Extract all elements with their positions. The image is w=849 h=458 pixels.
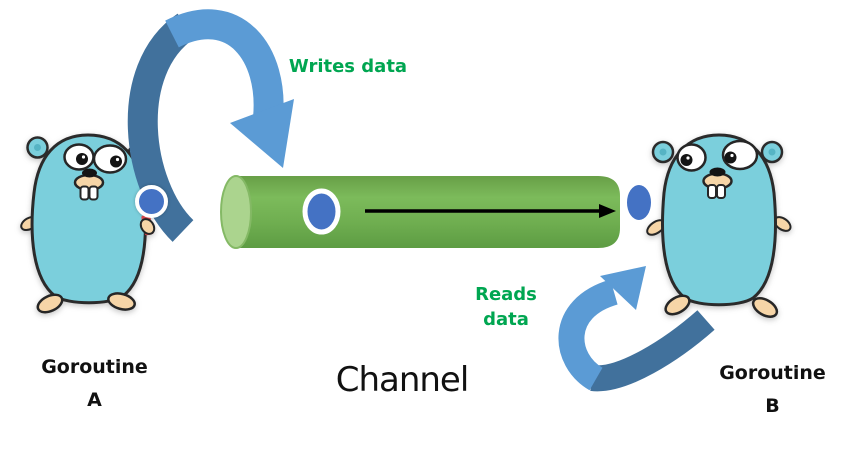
goroutine-b-label: Goroutine B	[710, 362, 835, 418]
channel-cylinder	[220, 175, 620, 249]
writes-curved-arrow	[127, 9, 294, 242]
left-data-dot	[135, 185, 168, 218]
reads-curved-arrow	[558, 266, 715, 392]
channel-cap	[220, 175, 252, 249]
writes-data-label: Writes data	[288, 56, 408, 77]
reads-data-label-line2: data	[483, 309, 529, 330]
right-data-dot	[627, 185, 651, 220]
channel-flow-arrowhead-icon	[599, 204, 616, 218]
goroutine-a-label-line1: Goroutine	[41, 356, 148, 378]
channel-label: Channel	[335, 360, 470, 400]
reads-data-label: Reads data	[466, 282, 546, 332]
channel-data-dot	[302, 188, 341, 235]
goroutine-a-label: Goroutine A	[32, 356, 157, 412]
goroutine-a-label-line2: A	[87, 389, 102, 411]
goroutine-b-label-line1: Goroutine	[719, 362, 826, 384]
reads-data-label-line1: Reads	[475, 284, 537, 305]
gopher-icon	[646, 133, 792, 318]
goroutine-b-label-line2: B	[765, 395, 780, 417]
gopher-a-illustration	[20, 133, 156, 314]
gopher-icon	[20, 133, 156, 314]
gopher-b-illustration	[646, 133, 792, 318]
